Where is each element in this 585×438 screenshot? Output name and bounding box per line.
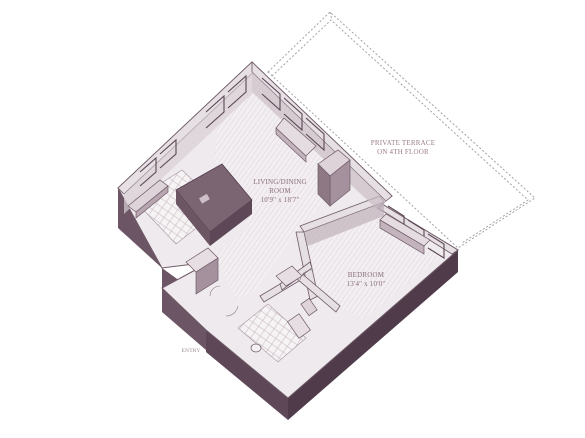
- terrace-label: PRIVATE TERRACE ON 4TH FLOOR: [358, 139, 448, 157]
- windows: [139, 74, 445, 259]
- kitchen-island: [175, 163, 253, 246]
- entry-label: ENTRY: [176, 347, 206, 356]
- bathroom-fixtures: [250, 297, 318, 353]
- living-label-dims: 10'9" x 18'7": [260, 196, 300, 204]
- living-label-line1: LIVING/DINING: [253, 178, 307, 186]
- bathroom-floor: [237, 303, 307, 363]
- kitchen-cabinets: [127, 179, 169, 219]
- terrace-outline: [267, 11, 536, 249]
- entry-label-text: ENTRY: [181, 348, 201, 354]
- living-furniture: [275, 117, 351, 207]
- living-label-line2: ROOM: [269, 187, 291, 195]
- bedroom-label-dims: 13'4" x 10'0": [346, 280, 386, 288]
- bedroom-closet: [379, 213, 431, 255]
- living-dining-floor: [214, 76, 362, 300]
- bedroom-label: BEDROOM 13'4" x 10'0": [336, 271, 396, 289]
- door-swings: [209, 269, 313, 317]
- bedroom-label-line1: BEDROOM: [347, 271, 385, 279]
- terrace-label-line1: PRIVATE TERRACE: [370, 139, 436, 147]
- terrace-label-line2: ON 4TH FLOOR: [377, 148, 429, 156]
- wall-shading: [124, 72, 386, 246]
- entry-closet: [185, 247, 303, 295]
- living-dining-label: LIVING/DINING ROOM 10'9" x 18'7": [245, 178, 315, 205]
